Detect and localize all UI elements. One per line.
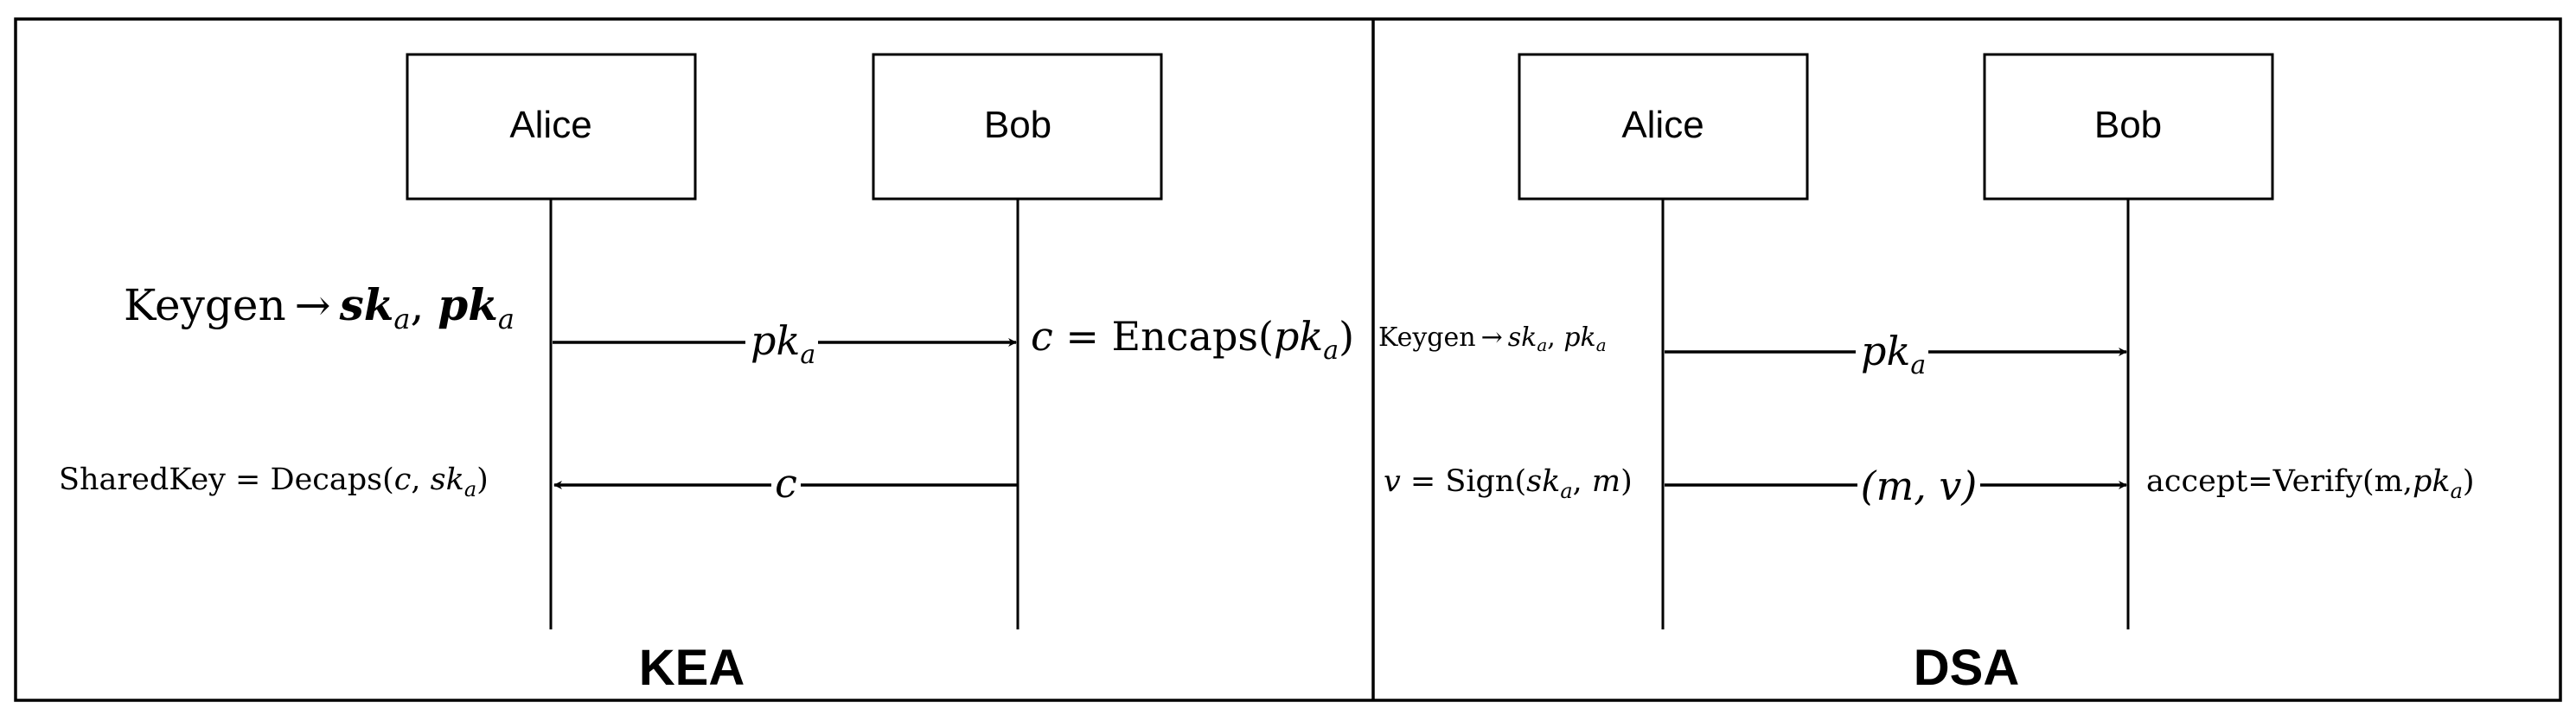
kea-message-2-bg bbox=[771, 463, 801, 508]
dsa-message-1-bg bbox=[1856, 329, 1928, 379]
dsa-bob-label: Bob bbox=[2094, 104, 2162, 146]
kea-alice-label: Alice bbox=[509, 104, 591, 146]
kea-message-2-label: c bbox=[775, 460, 797, 507]
kea-bob-label: Bob bbox=[984, 104, 1051, 146]
dsa-keygen-label: Keygen→ska, pka bbox=[1378, 322, 1607, 355]
kea-title: KEA bbox=[639, 640, 745, 696]
dsa-message-2-bg bbox=[1857, 458, 1980, 510]
kea-encaps-label: c = Encaps(pka) bbox=[1031, 313, 1354, 366]
kea-keygen-label: Keygen→ska, pka bbox=[124, 279, 515, 335]
kea-panel: Alice Bob Keygen→ska, pka pka c = Encaps… bbox=[59, 53, 1354, 696]
dsa-message-1-label: pka bbox=[1861, 328, 1926, 380]
dsa-sign-label: v = Sign(ska, m) bbox=[1384, 464, 1633, 503]
dsa-message-2-label: (m, v) bbox=[1861, 463, 1978, 509]
dsa-title: DSA bbox=[1914, 640, 2019, 696]
dsa-alice-label: Alice bbox=[1621, 104, 1703, 146]
dsa-bob-box bbox=[1983, 53, 2274, 201]
kea-decaps-label: SharedKey = Decaps(c, ska) bbox=[59, 463, 489, 501]
kea-message-1-bg bbox=[745, 318, 818, 368]
dsa-panel: Alice Bob Keygen→ska, pka pka v = Sign(s… bbox=[1378, 53, 2475, 696]
kea-message-1-label: pka bbox=[751, 317, 815, 370]
dsa-verify-label: accept=Verify(m,pka) bbox=[2146, 464, 2475, 503]
dsa-alice-box bbox=[1518, 53, 1809, 201]
kea-bob-box bbox=[872, 53, 1163, 201]
outer-frame bbox=[14, 17, 2562, 702]
kea-alice-box bbox=[406, 53, 697, 201]
